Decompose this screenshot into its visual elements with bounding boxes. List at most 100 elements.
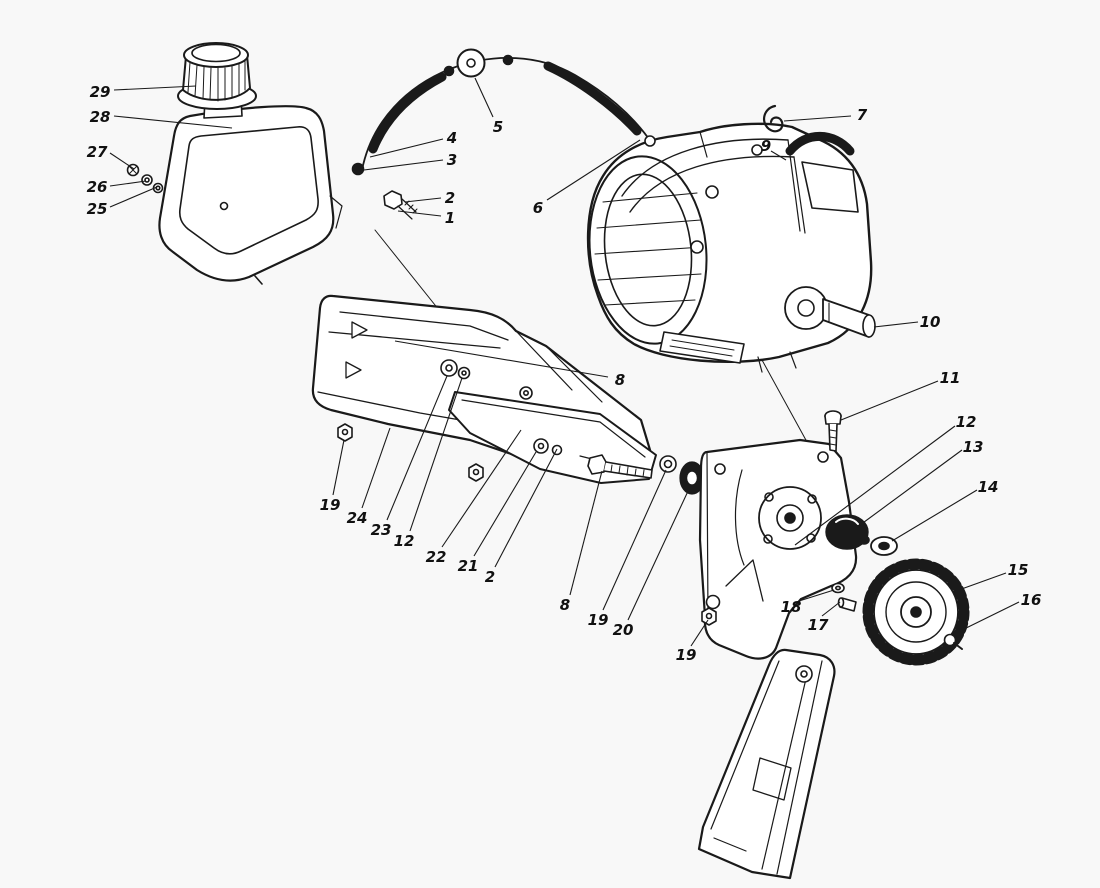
callout-label-10: 10 <box>920 313 941 331</box>
callout-leader-25 <box>109 186 158 208</box>
bracket-nut <box>701 607 717 626</box>
callout-label-26: 26 <box>87 178 108 196</box>
callout-leader-14 <box>891 489 978 542</box>
fuel-filter <box>456 48 486 78</box>
callout-leader-3 <box>363 159 444 171</box>
frame-hardware <box>337 423 484 482</box>
callout-label-8: 8 <box>560 596 570 614</box>
callout-leader-10 <box>873 321 919 328</box>
callout-leader-2 <box>404 197 442 203</box>
callout-label-23: 23 <box>371 521 392 539</box>
crankcase-boss <box>784 286 828 330</box>
callout-leader-20 <box>627 488 690 621</box>
fuel-inlet-fitting <box>644 135 656 147</box>
cap-knurling <box>187 59 246 102</box>
callout-label-12: 12 <box>956 413 977 431</box>
throttle-clip <box>762 104 784 133</box>
callout-leader-13 <box>855 449 963 529</box>
fuel-cap <box>177 42 257 119</box>
callout-label-2: 2 <box>485 568 495 586</box>
callout-label-14: 14 <box>978 478 999 496</box>
callout-label-8: 8 <box>615 371 625 389</box>
alignment-line-2 <box>761 359 808 443</box>
callout-label-19: 19 <box>320 496 341 514</box>
callout-label-6: 6 <box>533 199 543 217</box>
recoil-housing <box>588 155 708 345</box>
air-box <box>801 161 859 213</box>
engine <box>586 122 876 373</box>
transmission-bracket <box>698 438 858 660</box>
callout-leader-1 <box>397 210 442 217</box>
callout-leader-23 <box>386 375 448 521</box>
callout-leader-6 <box>546 139 641 201</box>
output-boss <box>758 486 822 550</box>
clutch-drum <box>825 514 870 550</box>
drive-sprocket <box>862 558 970 666</box>
callout-leader-26 <box>109 180 147 187</box>
tine-shield <box>697 648 836 880</box>
callout-label-1: 1 <box>445 209 455 227</box>
recoil-fins <box>594 192 704 306</box>
callout-label-28: 28 <box>90 108 111 126</box>
muffler <box>659 331 745 364</box>
axle-bolt <box>943 633 963 650</box>
callout-leader-9 <box>770 150 787 161</box>
callout-label-13: 13 <box>963 438 984 456</box>
callout-leader-19 <box>332 439 345 496</box>
fuel-hose-left <box>368 72 447 154</box>
callout-leader-7 <box>783 115 852 122</box>
sprocket-teeth <box>862 558 970 666</box>
callout-label-20: 20 <box>613 621 634 639</box>
callout-label-22: 22 <box>426 548 447 566</box>
callout-label-12: 12 <box>394 532 415 550</box>
callout-label-27: 27 <box>87 143 108 161</box>
spacer-and-pin <box>831 582 857 612</box>
callout-leader-19 <box>690 619 709 647</box>
drive-washer <box>870 536 898 556</box>
callout-label-11: 11 <box>940 369 961 387</box>
callout-leader-11 <box>840 380 939 421</box>
fuel-line <box>351 54 650 176</box>
callout-leader-21 <box>473 451 537 557</box>
fuel-tank <box>158 105 343 285</box>
frame-slots <box>345 321 368 379</box>
callout-leader-24 <box>361 427 391 509</box>
callout-label-25: 25 <box>87 200 108 218</box>
callout-leader-29 <box>113 85 197 91</box>
callout-leader-22 <box>441 429 522 548</box>
tank-bolt <box>383 190 418 220</box>
callout-leader-18 <box>798 589 835 602</box>
callout-leader-27 <box>109 152 135 170</box>
callout-leader-8 <box>394 340 609 378</box>
callout-label-17: 17 <box>808 616 829 634</box>
callout-leader-12 <box>794 425 956 546</box>
callout-label-9: 9 <box>761 137 771 155</box>
callout-leader-28 <box>113 115 233 129</box>
callout-leader-5 <box>474 77 494 118</box>
callout-leader-17 <box>821 601 841 617</box>
illustration <box>126 42 970 880</box>
callout-label-19: 19 <box>676 646 697 664</box>
callout-label-29: 29 <box>90 83 111 101</box>
callout-label-4: 4 <box>446 129 457 147</box>
bracket-bolt <box>824 410 842 452</box>
callout-leader-4 <box>369 138 444 158</box>
callout-leader-15 <box>955 572 1007 592</box>
callout-label-3: 3 <box>447 151 457 169</box>
callout-label-5: 5 <box>493 118 503 136</box>
callout-label-15: 15 <box>1008 561 1029 579</box>
callout-label-24: 24 <box>347 509 368 527</box>
callout-leader-16 <box>955 601 1020 634</box>
callout-label-19: 19 <box>588 611 609 629</box>
fuel-hose-right <box>543 61 642 136</box>
callout-label-21: 21 <box>458 557 479 575</box>
mount-bolt <box>587 454 653 479</box>
shaft-washers <box>659 455 705 495</box>
callout-label-16: 16 <box>1021 591 1042 609</box>
callout-leader-19 <box>602 469 667 611</box>
callout-label-18: 18 <box>781 598 802 616</box>
callout-label-2: 2 <box>445 189 455 207</box>
